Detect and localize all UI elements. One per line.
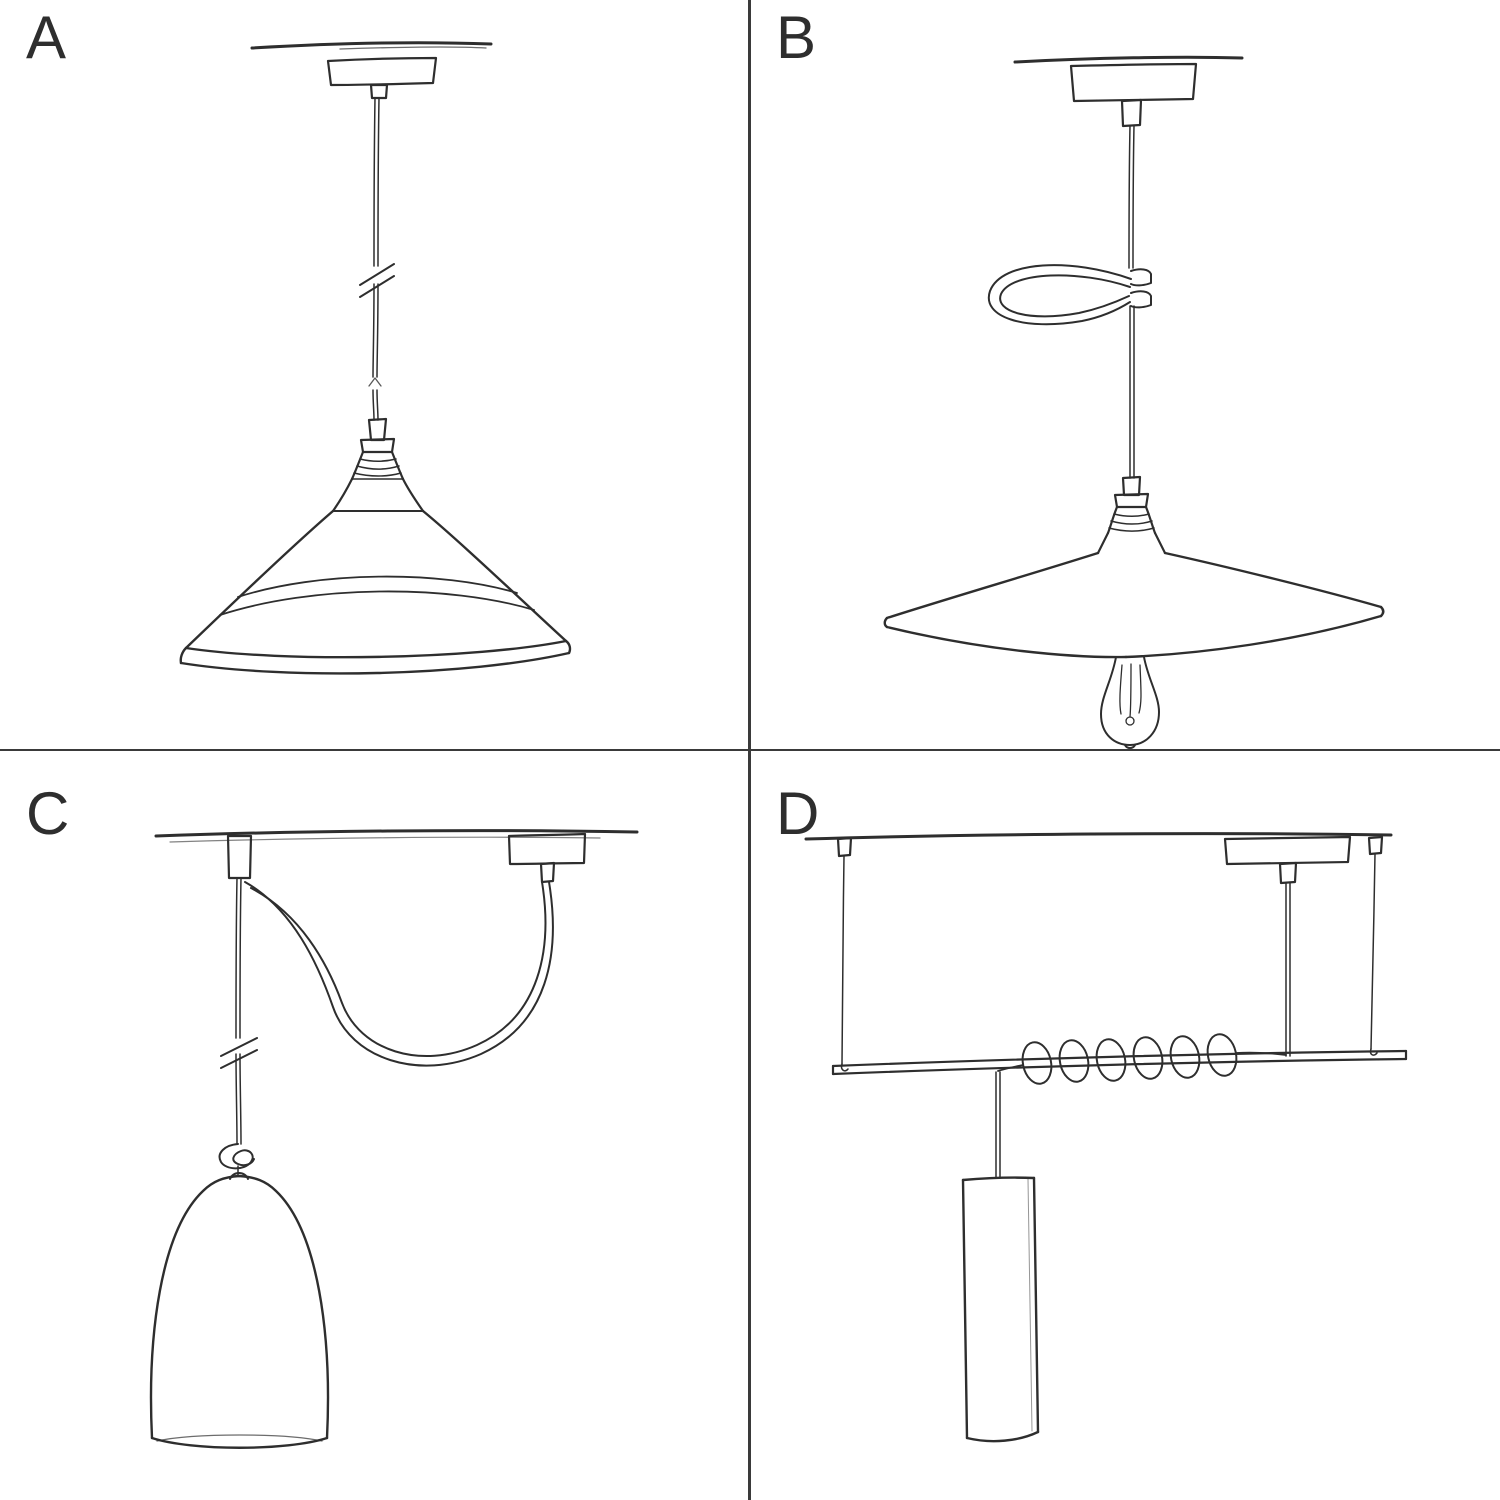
cable-break-marks bbox=[359, 263, 395, 298]
tube-pendant bbox=[961, 1176, 1040, 1443]
ceiling-rose bbox=[326, 56, 438, 100]
drop-cable bbox=[995, 1071, 1001, 1179]
ceiling-line bbox=[250, 41, 493, 50]
coiled-cable bbox=[997, 1033, 1287, 1085]
drop-cable bbox=[235, 877, 242, 1145]
sketch-d-bar-suspension-tube-pendant bbox=[804, 832, 1408, 1443]
loop-clip bbox=[1130, 268, 1152, 309]
quadrant-label-c: C bbox=[26, 780, 71, 847]
pendant-cable bbox=[1285, 882, 1291, 1057]
flat-plate-shade bbox=[883, 551, 1385, 659]
ceiling-line bbox=[804, 832, 1393, 841]
quadrant-c: C bbox=[0, 750, 750, 1500]
ceiling-rose bbox=[507, 832, 587, 884]
cable-loop bbox=[987, 264, 1132, 326]
sketch-a-industrial-shade-pendant bbox=[179, 41, 572, 675]
suspension-wire-left bbox=[836, 836, 853, 1072]
horizontal-divider bbox=[0, 749, 1500, 751]
ceiling-line bbox=[154, 829, 639, 843]
lamp-holder bbox=[1096, 475, 1167, 555]
quadrant-b: B bbox=[750, 0, 1500, 750]
ceiling-hook bbox=[226, 834, 253, 880]
quadrant-label-d: D bbox=[776, 780, 821, 847]
ceiling-rose bbox=[1223, 835, 1352, 885]
swag-cable bbox=[244, 881, 554, 1067]
bell-shade bbox=[149, 1172, 330, 1449]
suspension-wire-right bbox=[1367, 835, 1384, 1056]
ceiling-line bbox=[1013, 55, 1244, 64]
quadrant-d: D bbox=[750, 750, 1500, 1500]
lamp-holder bbox=[331, 417, 425, 513]
sketch-b-flat-shade-pendant-with-loop bbox=[883, 55, 1385, 749]
pendant-cable bbox=[368, 97, 382, 421]
hanging-bar bbox=[831, 1049, 1408, 1076]
ceiling-rose bbox=[1069, 62, 1198, 128]
sketch-c-swag-bell-shade-pendant bbox=[149, 829, 639, 1449]
cable-break-marks bbox=[220, 1037, 258, 1069]
quadrant-label-a: A bbox=[26, 4, 68, 71]
cable-knot bbox=[218, 1143, 255, 1177]
quadrant-a: A bbox=[0, 0, 750, 750]
pendant-cable bbox=[1128, 125, 1135, 479]
industrial-shade bbox=[179, 509, 572, 675]
quadrant-label-b: B bbox=[776, 4, 818, 71]
light-bulb bbox=[1100, 656, 1160, 749]
